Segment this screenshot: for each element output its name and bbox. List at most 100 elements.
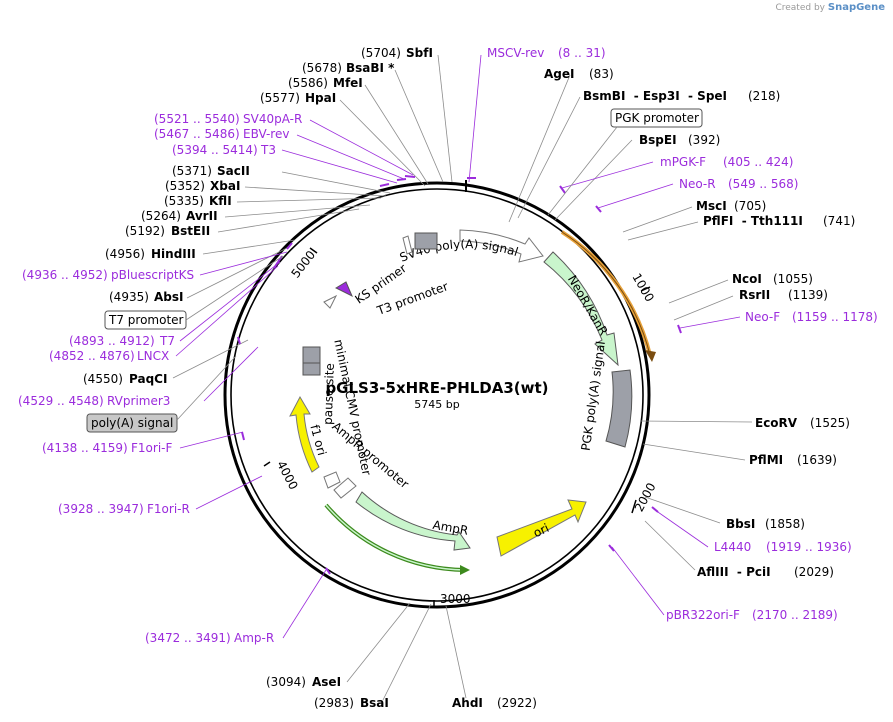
primer-t7-range: (4893 .. 4912) [69,334,155,348]
site-hindiii-pos: (4956) [105,247,145,261]
site-bsabi-pos: (5678) [302,61,342,75]
primer-neo-f[interactable]: Neo-F (1159 .. 1178) [745,310,878,324]
site-rsrii-pos: (1139) [788,288,828,302]
site-sacii-name: SacII [217,164,250,178]
site-pflfi[interactable]: PflFI - Tth111I (741) [703,214,855,228]
site-asei-pos: (3094) [266,675,306,689]
site-bbsi-pos: (1858) [765,517,805,531]
site-bsabi-name: BsaBI * [346,61,395,75]
t7-promoter-text: T7 promoter [108,313,184,327]
site-ahdi-pos: (2922) [497,696,537,710]
primer-pbluescriptks[interactable]: (4936 .. 4952) pBluescriptKS [22,268,194,282]
primer-neo-f-range: (1159 .. 1178) [792,310,878,324]
site-bsmbi[interactable]: BsmBI - Esp3I - SpeI (218) [583,89,780,103]
tick-5000: 5000 [288,248,318,281]
pgk-promoter-box[interactable]: PGK promoter [610,108,703,128]
ampr-label: AmpR [432,518,470,538]
site-kfli[interactable]: (5335) KflI [164,194,232,208]
site-bspei-pos: (392) [688,133,720,147]
site-hindiii-name: HindIII [151,247,196,261]
primer-lncx[interactable]: (4852 .. 4876) LNCX [49,349,169,363]
primer-amp-r[interactable]: (3472 .. 3491) Amp-R [145,631,274,645]
site-mfei-name: MfeI [333,76,363,90]
site-afliii[interactable]: AflIII - PciI (2029) [697,565,834,579]
pgk-promoter-text: PGK promoter [615,111,699,125]
site-mfei[interactable]: (5586) MfeI [288,76,363,90]
site-bsteii[interactable]: (5192) BstEII [125,224,210,238]
site-mfei-pos: (5586) [288,76,328,90]
primer-f1ori-r-name: F1ori-R [147,502,190,516]
site-absi-pos: (4935) [109,290,149,304]
site-hpai-name: HpaI [305,91,336,105]
site-asei[interactable]: (3094) AseI [266,675,341,689]
primer-f1ori-f-name: F1ori-F [131,441,172,455]
primer-ebv-rev[interactable]: (5467 .. 5486) EBV-rev [154,127,289,141]
site-bsmbi-name: BsmBI - Esp3I - SpeI [583,89,727,103]
pgk-promoter-leader [547,126,618,216]
pause-site-label: pause site [321,363,337,425]
site-kfli-name: KflI [209,194,232,208]
primer-l4440[interactable]: L4440 (1919 .. 1936) [714,540,852,554]
ori-label: ori [531,521,551,540]
plasmid-size: 5745 bp [414,398,459,411]
site-afliii-pos: (2029) [794,565,834,579]
primer-neo-r[interactable]: Neo-R (549 .. 568) [679,177,798,191]
site-ahdi[interactable]: AhdI (2922) [452,696,537,710]
site-absi[interactable]: (4935) AbsI [109,290,183,304]
f1-ori-feature [289,395,320,473]
primer-mpgk-f[interactable]: mPGK-F (405 .. 424) [660,155,793,169]
tick-1000: 1000 [629,271,656,304]
site-bsabi[interactable]: (5678) BsaBI * [302,61,395,75]
polya-signal-box[interactable]: poly(A) signal [86,413,178,433]
primer-sv40pa-r-name: SV40pA-R [243,112,302,126]
site-bbsi[interactable]: BbsI (1858) [726,517,805,531]
primer-t3[interactable]: (5394 .. 5414) T3 [172,143,276,157]
primer-f1ori-r[interactable]: (3928 .. 3947) F1ori-R [58,502,190,516]
site-xbai[interactable]: (5352) XbaI [165,179,240,193]
site-avrii[interactable]: (5264) AvrII [141,209,218,223]
site-ecorv-name: EcoRV [755,416,798,430]
site-msci[interactable]: MscI (705) [696,199,766,213]
ori-feature [496,499,587,557]
site-bsai-name: BsaI [360,696,389,710]
primer-lncx-range: (4852 .. 4876) [49,349,135,363]
site-ecorv[interactable]: EcoRV (1525) [755,416,850,430]
t7-promoter-box[interactable]: T7 promoter [104,310,187,330]
site-paqci-pos: (4550) [83,372,123,386]
site-ahdi-name: AhdI [452,696,483,710]
primer-l4440-name: L4440 [714,540,751,554]
site-bspei-name: BspEI [639,133,677,147]
primer-f1ori-f-range: (4138 .. 4159) [42,441,128,455]
site-sbfi[interactable]: (5704) SbfI [361,46,433,60]
site-agei[interactable]: AgeI (83) [544,67,614,81]
primer-ebv-rev-name: EBV-rev [243,127,289,141]
ampr-feature [355,491,471,551]
site-ncoi[interactable]: NcoI (1055) [732,272,813,286]
primer-mscv-rev[interactable]: MSCV-rev (8 .. 31) [487,46,606,60]
site-ecorv-pos: (1525) [810,416,850,430]
site-pflmi[interactable]: PflMI (1639) [749,453,837,467]
primer-pbr322ori-f[interactable]: pBR322ori-F (2170 .. 2189) [666,608,838,622]
site-sacii[interactable]: (5371) SacII [172,164,250,178]
site-bbsi-name: BbsI [726,517,755,531]
primer-rvprimer3[interactable]: (4529 .. 4548) RVprimer3 [18,394,170,408]
site-agei-pos: (83) [589,67,614,81]
site-paqci[interactable]: (4550) PaqCI [83,372,167,386]
polya-signal-leader [176,355,237,421]
minimal-cmv-label: minimal CMV promoter [331,338,374,477]
site-pflmi-pos: (1639) [797,453,837,467]
site-agei-name: AgeI [544,67,574,81]
site-bspei[interactable]: BspEI (392) [639,133,720,147]
primer-t7[interactable]: (4893 .. 4912) T7 [69,334,175,348]
site-hpai[interactable]: (5577) HpaI [260,91,336,105]
primer-sv40pa-r[interactable]: (5521 .. 5540) SV40pA-R [154,112,302,126]
site-rsrii[interactable]: RsrII (1139) [739,288,828,302]
site-hindiii[interactable]: (4956) HindIII [105,247,196,261]
primer-f1ori-f[interactable]: (4138 .. 4159) F1ori-F [42,441,172,455]
primer-t7-name: T7 [159,334,175,348]
site-msci-pos: (705) [734,199,766,213]
site-rsrii-name: RsrII [739,288,770,302]
primer-lncx-name: LNCX [137,349,169,363]
neor-kanr-feature [543,251,619,367]
site-bsai[interactable]: (2983) BsaI [314,696,389,710]
